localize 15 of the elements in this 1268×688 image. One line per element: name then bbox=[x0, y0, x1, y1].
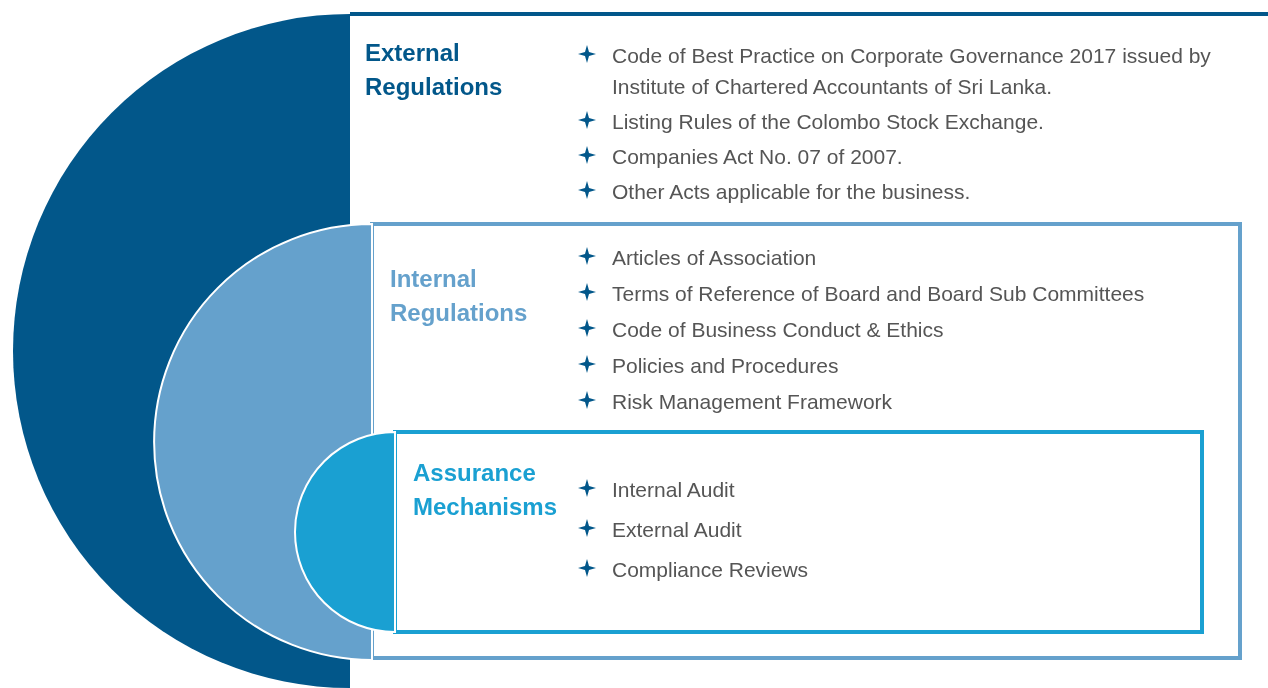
list-item: Risk Management Framework bbox=[612, 389, 893, 415]
list-item: Code of Best Practice on Corporate Governance 2017 issued by Institute of Chartered Accountants of Sri Lanka. bbox=[612, 43, 1212, 100]
section-heading: External Regulations bbox=[365, 38, 504, 102]
list-item: Policies and Procedures bbox=[612, 353, 839, 379]
list-item: Internal Audit bbox=[612, 477, 735, 503]
list-item: Compliance Reviews bbox=[612, 557, 809, 583]
section-heading: Internal Regulations bbox=[390, 264, 529, 328]
list-item: Other Acts applicable for the business. bbox=[612, 179, 971, 205]
list-item: External Audit bbox=[612, 517, 742, 543]
section-heading: Assurance Mechanisms bbox=[413, 458, 559, 522]
list-item: Terms of Reference of Board and Board Sub Committees bbox=[612, 281, 1145, 307]
list-item: Listing Rules of the Colombo Stock Exchange. bbox=[612, 109, 1044, 135]
list-item: Companies Act No. 07 of 2007. bbox=[612, 144, 903, 170]
list-item: Articles of Association bbox=[612, 245, 817, 271]
list-item: Code of Business Conduct & Ethics bbox=[612, 317, 944, 343]
